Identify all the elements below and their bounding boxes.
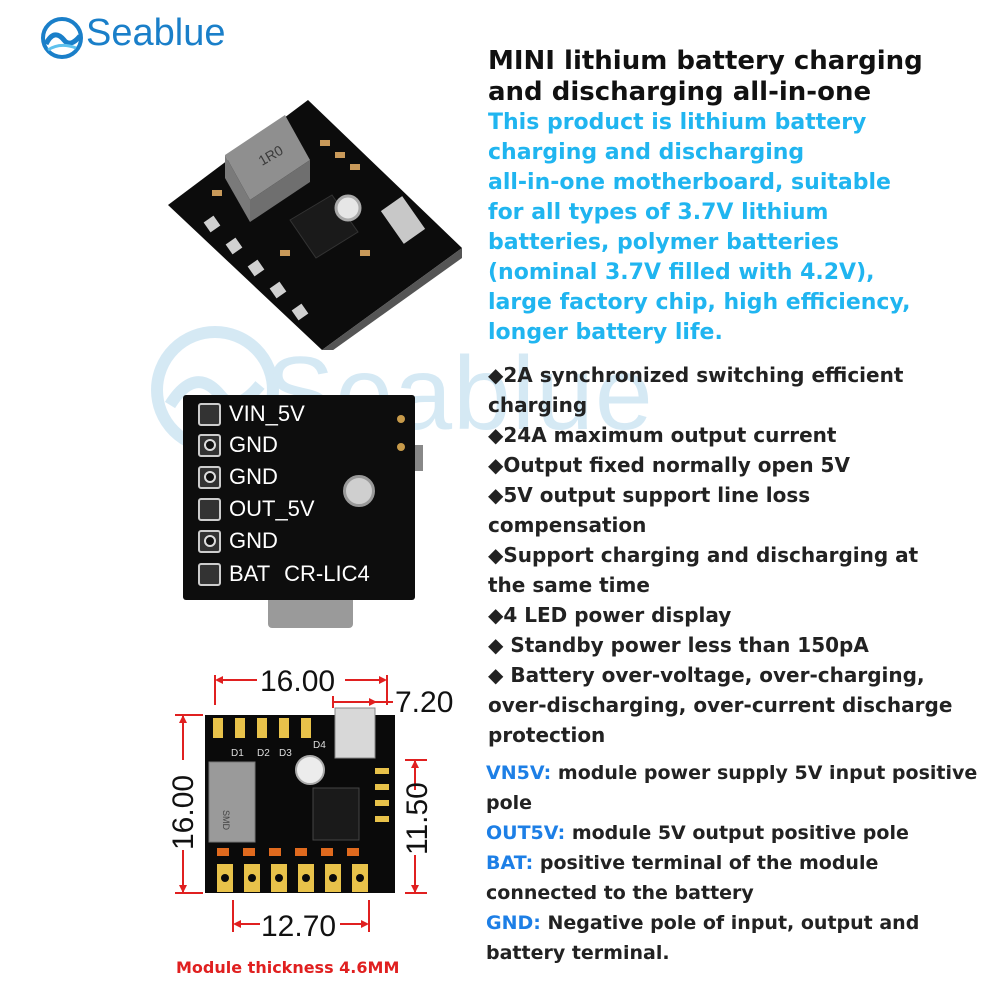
dimension-height-left: 16.00 — [167, 775, 200, 850]
switch-cap — [268, 600, 353, 628]
inductor-mark: SMD — [221, 810, 231, 831]
via-pad — [397, 415, 405, 423]
inductor: 1R0 — [225, 115, 310, 222]
pin-holes — [221, 874, 364, 882]
pin-definitions: VN5V: module power supply 5V input posit… — [486, 758, 986, 968]
led-label: D1 — [231, 748, 244, 759]
feature-line: ◆ Battery over-voltage, over-charging, — [488, 663, 925, 687]
intro-paragraph: This product is lithium battery charging… — [488, 108, 993, 348]
definition-continuation: connected to the battery — [486, 882, 754, 904]
dimension-lines — [175, 675, 427, 932]
feature-line: ◆ Standby power less than 150pA — [488, 633, 869, 657]
dimension-height-right: 11.50 — [401, 782, 434, 855]
definition-key: VN5V: — [486, 762, 552, 784]
mounting-hole — [343, 475, 375, 507]
feature-line: protection — [488, 723, 606, 747]
definition-value: module 5V output positive pole — [565, 822, 909, 844]
chip — [312, 787, 360, 841]
title-line: and discharging all-in-one — [488, 77, 872, 107]
top-pads — [213, 718, 311, 738]
intro-line: longer battery life. — [488, 320, 723, 345]
definition-bat: BAT: positive terminal of the module — [486, 848, 986, 878]
board-back-photo: VIN_5V GND GND OUT_5V GND BAT CR-LIC4 — [183, 395, 415, 600]
definition-value: Negative pole of input, output and — [540, 912, 920, 934]
thickness-note: Module thickness 4.6MM — [176, 958, 400, 977]
feature-line: ◆Output fixed normally open 5V — [488, 453, 850, 477]
pin-out: OUT_5V — [198, 496, 315, 522]
intro-line: batteries, polymer batteries — [488, 230, 840, 255]
feature-line: charging — [488, 393, 588, 417]
feature-line: compensation — [488, 513, 647, 537]
definition-gnd: GND: Negative pole of input, output and — [486, 908, 986, 938]
definition-continuation: battery terminal. — [486, 942, 670, 964]
pin-label: GND — [229, 464, 278, 489]
square-pad-icon — [198, 402, 221, 426]
led-label: D2 — [257, 748, 270, 759]
definition-key: GND: — [486, 912, 541, 934]
feature-line: ◆5V output support line loss — [488, 483, 811, 507]
smd-components — [212, 140, 370, 256]
intro-line: for all types of 3.7V lithium — [488, 200, 829, 225]
definition-out: OUT5V: module 5V output positive pole — [486, 818, 986, 848]
definition-vin: VN5V: module power supply 5V input posit… — [486, 758, 986, 788]
switch-side — [415, 445, 423, 471]
pin-gnd: GND — [198, 432, 278, 458]
round-pad-icon — [198, 433, 221, 457]
orange-pads — [217, 848, 359, 856]
definition-key: BAT: — [486, 852, 534, 874]
round-pad-icon — [198, 529, 221, 553]
via-pad — [397, 443, 405, 451]
pin-label: VIN_5V — [229, 401, 305, 426]
feature-line: over-discharging, over-current discharge — [488, 693, 953, 717]
wave-logo-icon — [41, 17, 83, 59]
round-pad-icon — [198, 465, 221, 489]
feature-line: the same time — [488, 573, 650, 597]
square-pad-icon — [198, 497, 221, 521]
intro-line: all-in-one motherboard, suitable — [488, 170, 891, 195]
switch — [334, 707, 376, 759]
dimension-width-button: 7.20 — [395, 686, 453, 719]
pin-label: GND — [229, 432, 278, 457]
feature-line: ◆2A synchronized switching efficient — [488, 363, 904, 387]
pin-pads — [203, 215, 309, 321]
pin-label: BAT — [229, 561, 271, 586]
title-line: MINI lithium battery charging — [488, 46, 923, 76]
page-title: MINI lithium battery charging and discha… — [488, 46, 988, 108]
feature-list: ◆2A synchronized switching efficient cha… — [488, 360, 988, 750]
dimension-diagram: D1 D2 D3 D4 SMD — [167, 665, 453, 943]
pin-vin: VIN_5V — [198, 401, 305, 427]
intro-line: (nominal 3.7V filled with 4.2V), — [488, 260, 875, 285]
definition-continuation: pole — [486, 792, 533, 814]
intro-line: charging and discharging — [488, 140, 805, 165]
mounting-hole — [334, 194, 362, 222]
pin-bat: BAT CR-LIC4 — [198, 561, 370, 587]
pin-label: OUT_5V — [229, 496, 315, 521]
intro-line: This product is lithium battery — [488, 110, 867, 135]
definition-value: module power supply 5V input positive — [551, 762, 978, 784]
square-pad-icon — [198, 562, 221, 586]
led-labels: D1 D2 D3 D4 — [231, 740, 326, 759]
right-pads — [375, 768, 389, 822]
dimension-width-bottom: 12.70 — [261, 910, 336, 943]
feature-line: ◆4 LED power display — [488, 603, 732, 627]
definition-value: positive terminal of the module — [533, 852, 879, 874]
intro-line: large factory chip, high efficiency, — [488, 290, 911, 315]
model-label: CR-LIC4 — [284, 561, 370, 586]
pcb-edge — [322, 248, 462, 350]
brand-name: Seablue — [86, 12, 226, 54]
pin-gnd: GND — [198, 528, 278, 554]
led-label: D4 — [313, 740, 326, 751]
inductor — [208, 761, 256, 843]
dimension-width-top: 16.00 — [260, 665, 335, 698]
feature-line: ◆24A maximum output current — [488, 423, 837, 447]
pin-label: GND — [229, 528, 278, 553]
pin-gnd: GND — [198, 464, 278, 490]
mounting-hole — [295, 755, 325, 785]
board-top-photo: 1R0 — [168, 100, 462, 350]
switch — [380, 196, 426, 244]
brand-logo: Seablue — [40, 12, 280, 72]
led-label: D3 — [279, 748, 292, 759]
definition-key: OUT5V: — [486, 822, 566, 844]
feature-line: ◆Support charging and discharging at — [488, 543, 919, 567]
